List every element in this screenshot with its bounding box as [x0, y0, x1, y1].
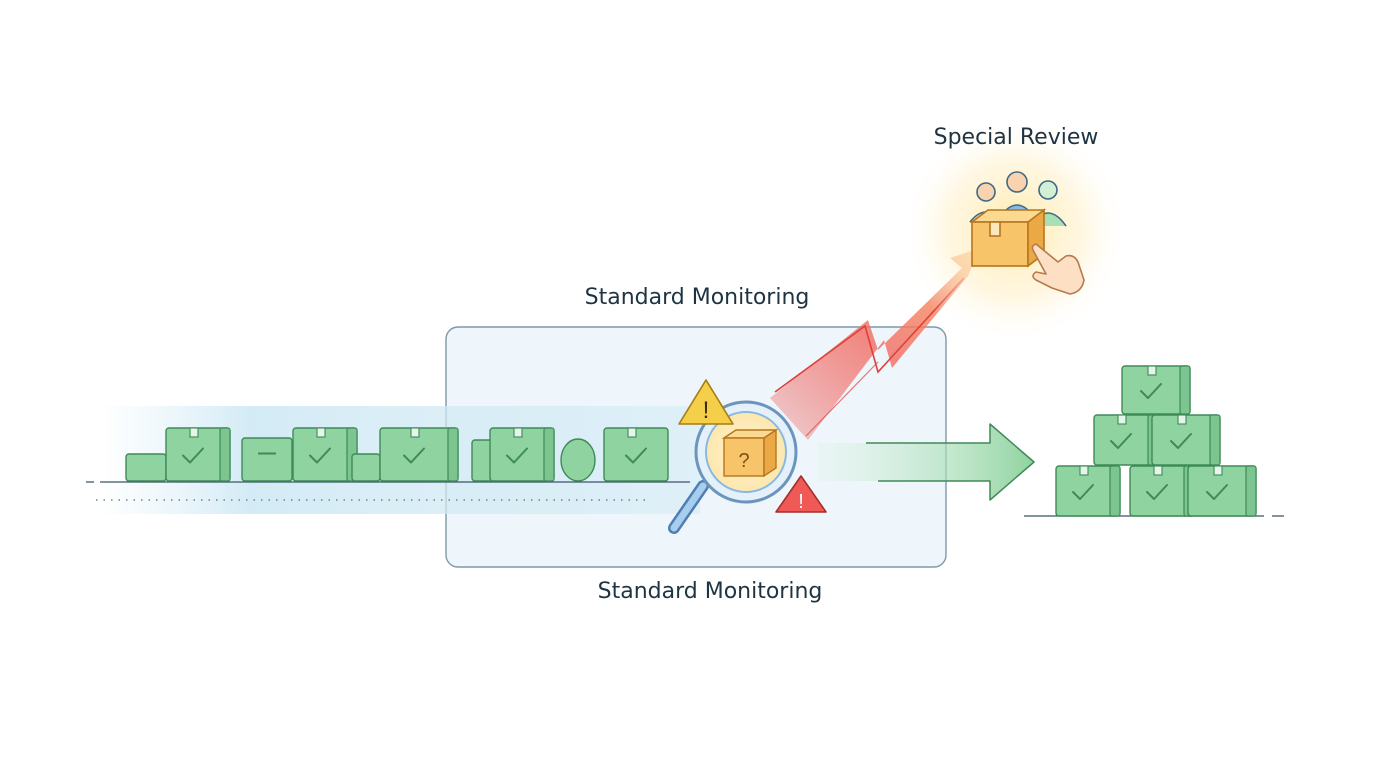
warning-triangle-icon: !: [775, 475, 827, 513]
escalation-bolt: [770, 248, 980, 440]
monitoring-top-label: Standard Monitoring: [584, 285, 810, 310]
package-check-icon: [603, 427, 669, 482]
package-check-icon: [1121, 365, 1191, 415]
svg-text:?: ?: [738, 450, 749, 472]
warning-triangle-icon: !: [678, 379, 734, 425]
escalation-bolt-outline-2: [805, 361, 879, 437]
people-group-icon: [969, 171, 1067, 227]
package-check-icon: [489, 427, 555, 482]
package-check-icon: [125, 453, 167, 482]
special-review-label: Special Review: [933, 125, 1099, 150]
pointing-hand-icon: [1031, 243, 1085, 295]
package-check-icon: [1151, 414, 1221, 466]
package-check-icon: [351, 453, 381, 482]
escalation-bolt-outline: [774, 277, 965, 393]
package-check-icon: [1129, 465, 1195, 517]
package-check-icon: [1187, 465, 1257, 517]
svg-text:!: !: [703, 397, 710, 424]
review-package-icon: [969, 208, 1047, 268]
package-check-icon: [379, 427, 459, 482]
question-box-icon: ?: [721, 428, 779, 478]
package-check-icon: [292, 427, 358, 482]
svg-text:!: !: [798, 491, 804, 513]
package-check-icon: [1055, 465, 1121, 517]
package-egg-icon: [560, 438, 596, 482]
monitoring-bottom-label: Standard Monitoring: [597, 579, 823, 604]
package-check-icon: [1093, 414, 1159, 466]
right-arrow-outline: [866, 423, 1035, 501]
package-check-icon: [165, 427, 231, 482]
package-check-icon: [241, 437, 293, 482]
